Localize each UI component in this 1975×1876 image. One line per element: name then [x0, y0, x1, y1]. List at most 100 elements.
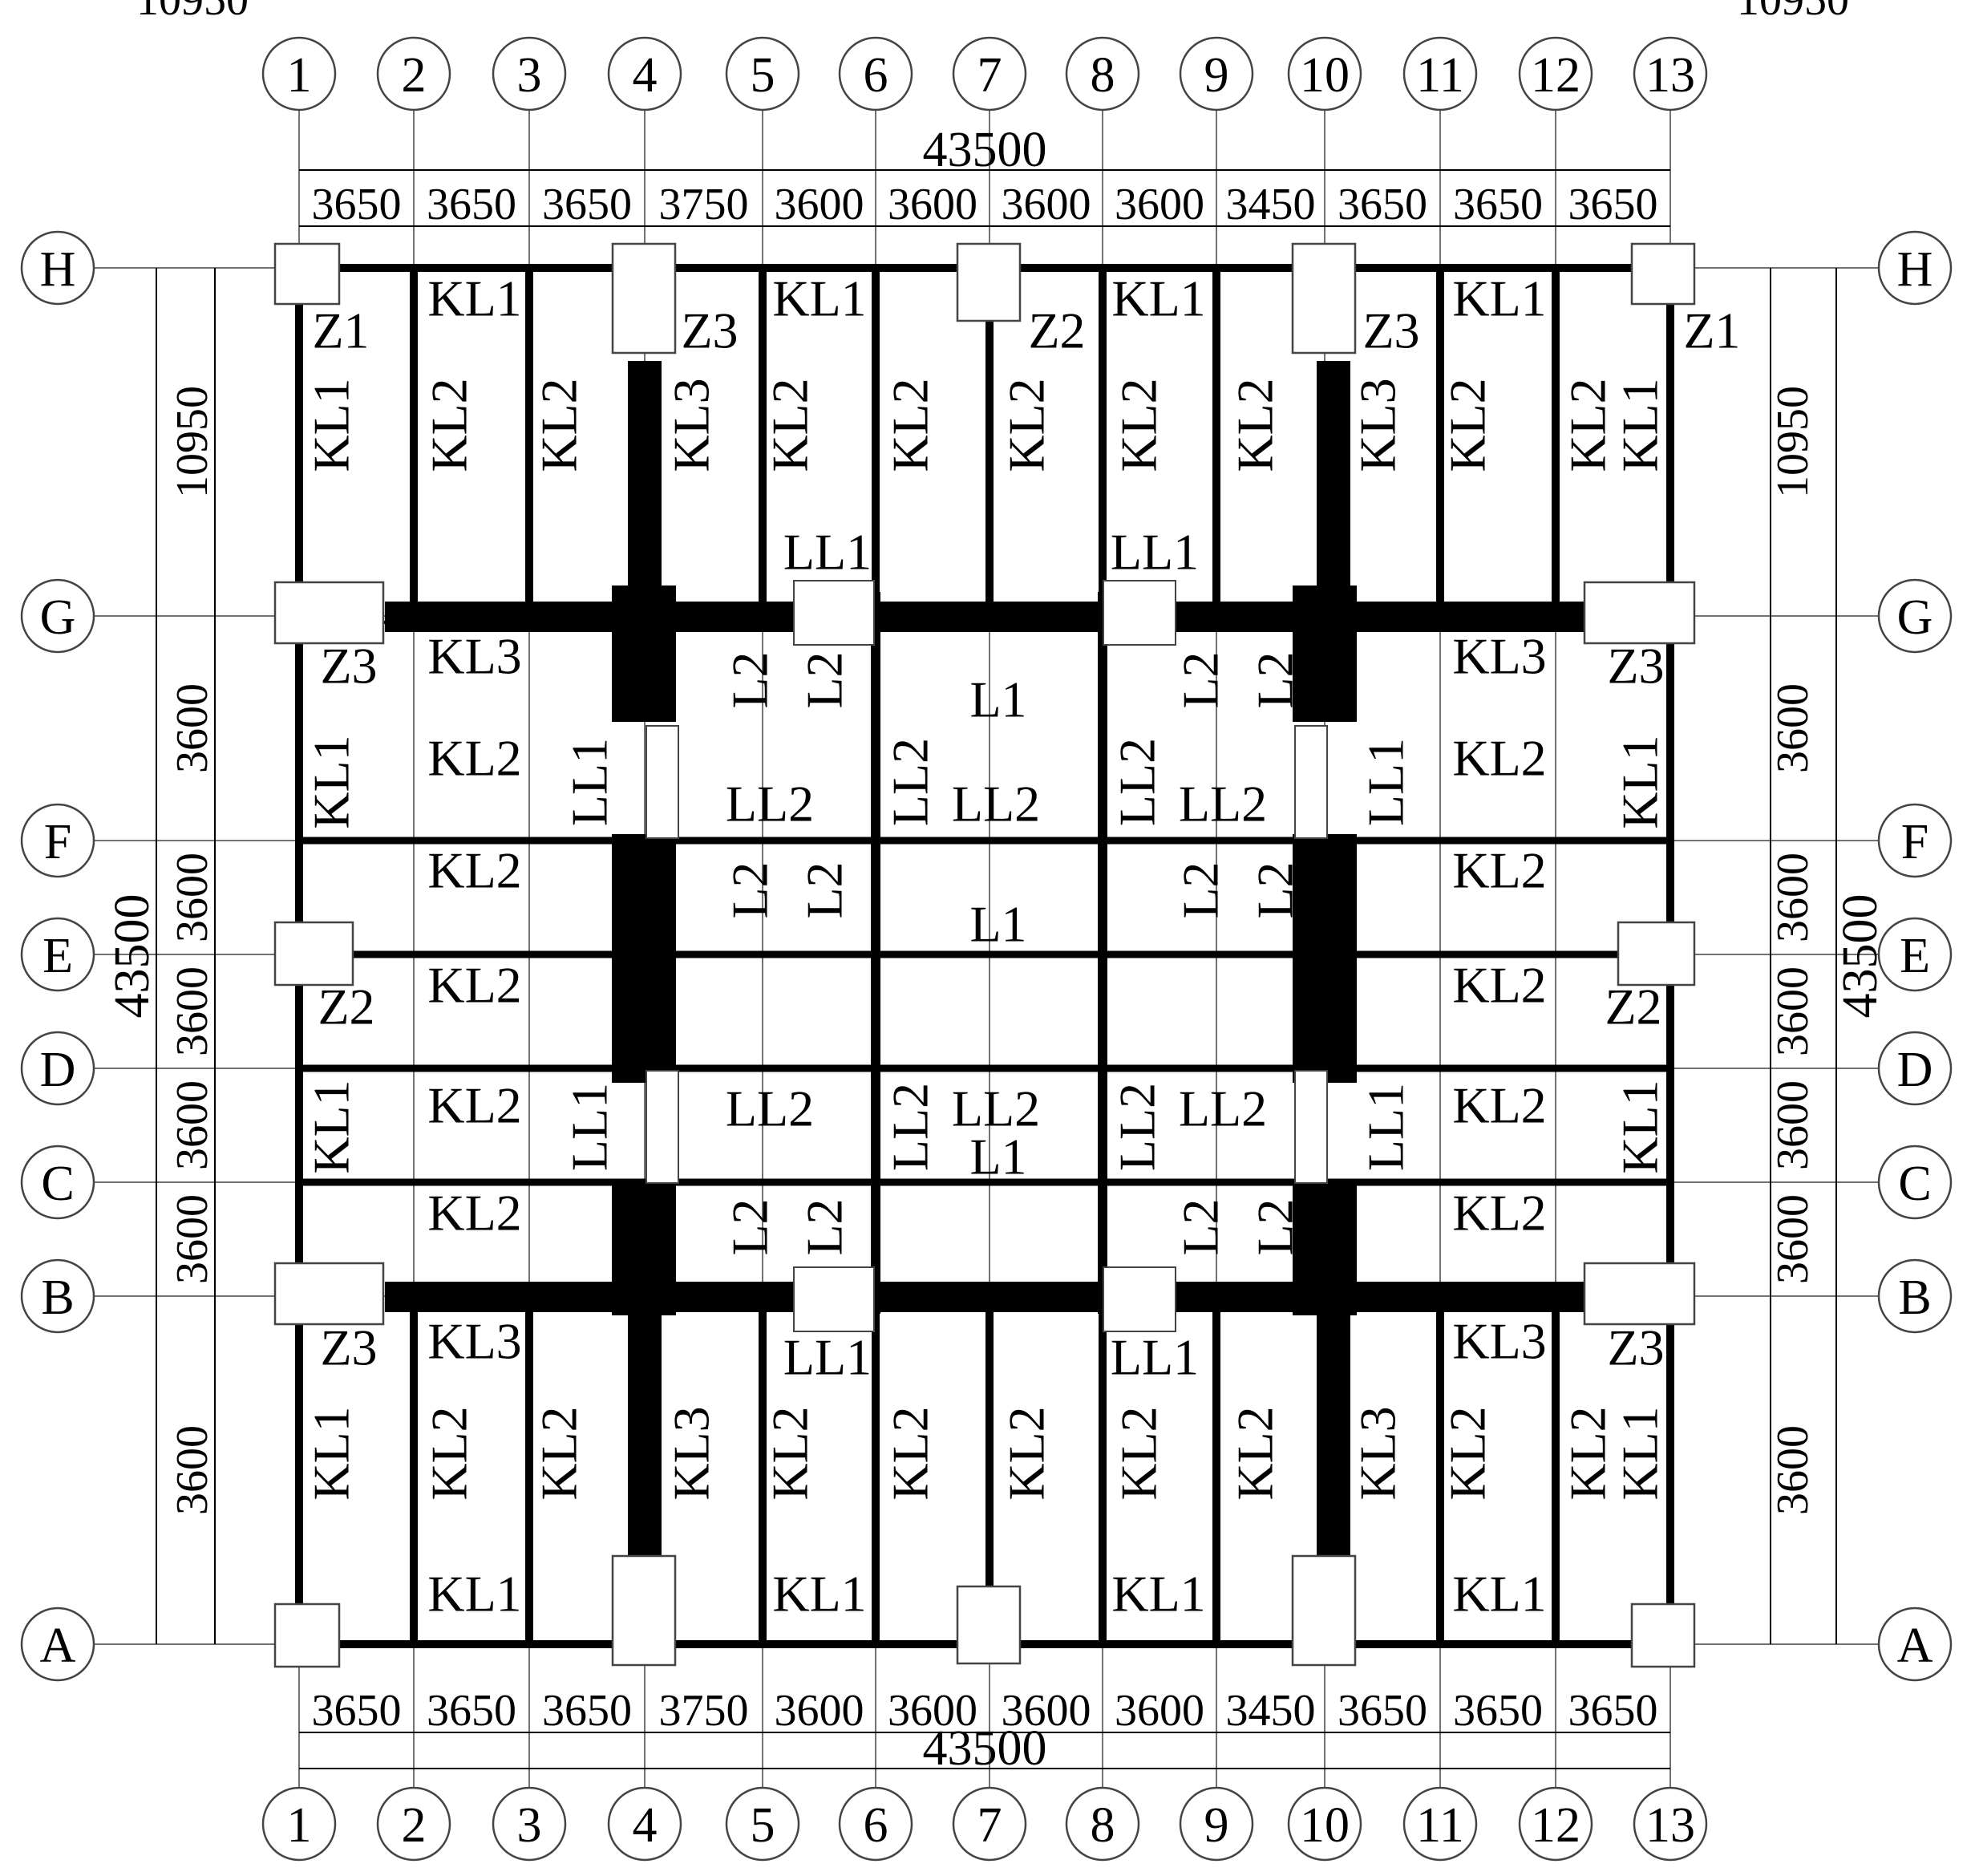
member-label: KL3	[663, 1406, 720, 1500]
axis-label: 10	[1300, 48, 1350, 103]
member-label: L2	[722, 1198, 779, 1255]
axis-bubble-F-right: F	[1877, 803, 1953, 878]
axis-label: 2	[402, 48, 427, 103]
member-label: KL2	[1439, 1406, 1496, 1500]
member-label: LL1	[1111, 524, 1199, 581]
member-label: KL2	[762, 378, 819, 472]
member-label: KL2	[427, 1077, 521, 1134]
member-label: KL3	[1452, 1313, 1546, 1370]
span-dimension-top: 3600	[888, 180, 977, 229]
member-label: KL2	[1560, 1406, 1617, 1500]
axis-bubble-B-left: B	[20, 1258, 95, 1334]
axis-label: H	[40, 242, 76, 297]
span-dimension-top: 3450	[1226, 180, 1316, 229]
member-label: KL2	[762, 1406, 819, 1500]
member-label: LL2	[882, 738, 939, 826]
column-Z3	[611, 1554, 677, 1667]
member-label: KL2	[1452, 957, 1546, 1014]
member-label: KL1	[1612, 735, 1669, 829]
axis-label: D	[40, 1043, 76, 1097]
beam	[1099, 1296, 1107, 1644]
axis-label: 8	[1091, 48, 1115, 103]
member-label: Z3	[681, 302, 738, 359]
axis-bubble-7-bottom: 7	[952, 1786, 1027, 1862]
span-dimension-bottom: 3650	[1568, 1686, 1658, 1736]
axis-label: D	[1897, 1043, 1933, 1097]
axis-label: F	[44, 815, 71, 869]
coupling-beam	[646, 725, 679, 839]
axis-label: 10	[1300, 1798, 1350, 1853]
member-label: KL3	[427, 1313, 521, 1370]
member-label: Z3	[1607, 1319, 1664, 1376]
axis-label: 5	[751, 1798, 775, 1853]
coupling-beam	[646, 1070, 679, 1184]
member-label: L2	[722, 651, 779, 708]
member-label: KL1	[1452, 270, 1546, 327]
axis-bubble-10-bottom: 10	[1287, 1786, 1362, 1862]
column-Z2	[956, 1585, 1022, 1665]
member-label: LL2	[726, 776, 814, 833]
core-wall-segment	[1293, 1179, 1357, 1315]
axis-bubble-C-right: C	[1877, 1145, 1953, 1220]
span-dimension-top: 3600	[1115, 180, 1204, 229]
member-label: L2	[1247, 651, 1304, 708]
member-label: L1	[969, 1128, 1026, 1185]
member-label: KL2	[1111, 1406, 1168, 1500]
core-wall-line	[1098, 592, 1107, 1314]
member-label: KL3	[663, 378, 720, 472]
member-label: LL1	[561, 1083, 618, 1171]
member-label: KL1	[427, 270, 521, 327]
member-label: KL2	[1452, 1185, 1546, 1242]
axis-bubble-13-bottom: 13	[1633, 1786, 1708, 1862]
member-label: Z3	[1362, 302, 1419, 359]
axis-label: 7	[977, 1798, 1002, 1853]
axis-label: C	[41, 1157, 74, 1211]
span-dimension-bottom: 3650	[542, 1686, 632, 1736]
span-dimension-bottom: 3750	[659, 1686, 749, 1736]
axis-label: H	[1897, 242, 1933, 297]
axis-label: 6	[864, 48, 888, 103]
beam	[985, 268, 994, 616]
beam	[299, 1178, 1670, 1186]
axis-bubble-F-left: F	[20, 803, 95, 878]
span-dimension-top: 3750	[659, 180, 749, 229]
column-Z2	[1617, 921, 1696, 987]
member-label: L1	[969, 671, 1026, 728]
axis-bubble-C-left: C	[20, 1145, 95, 1220]
member-label: KL1	[1111, 270, 1205, 327]
member-label: Z3	[1607, 638, 1664, 695]
axis-label: 1	[287, 1798, 312, 1853]
core-wall-line	[871, 592, 880, 1314]
member-label: LL2	[882, 1083, 939, 1171]
member-label: L2	[1172, 651, 1229, 708]
member-label: KL1	[1612, 1406, 1669, 1500]
column-Z3	[1583, 1262, 1696, 1326]
axis-label: G	[40, 590, 76, 645]
axis-bubble-8-top: 8	[1065, 36, 1140, 111]
coupling-beam	[1103, 580, 1176, 646]
span-dimension-top: 3650	[1568, 180, 1658, 229]
dimension-lines	[156, 169, 1837, 1769]
span-dimension-right: 3600	[1768, 1194, 1818, 1284]
member-label: KL3	[427, 628, 521, 685]
member-label: LL2	[1109, 738, 1166, 826]
axis-label: 4	[633, 48, 658, 103]
columns	[273, 242, 1696, 1668]
shear-walls	[385, 361, 1588, 1556]
axis-label: 1	[287, 48, 312, 103]
axis-bubble-5-bottom: 5	[725, 1786, 800, 1862]
axis-label: 11	[1416, 48, 1464, 103]
coupling-beam	[1294, 725, 1328, 839]
axis-label: 3	[517, 1798, 542, 1853]
member-label: KL2	[1452, 1077, 1546, 1134]
beam	[759, 1296, 767, 1644]
member-label: KL1	[772, 270, 866, 327]
span-dimension-top: 3600	[775, 180, 864, 229]
coupling-beam	[793, 1266, 875, 1332]
member-label: Z2	[318, 979, 374, 1035]
column-Z2	[956, 242, 1022, 322]
column-Z2	[273, 921, 354, 987]
coupling-beam	[1103, 1266, 1176, 1332]
member-label: KL2	[531, 378, 588, 472]
